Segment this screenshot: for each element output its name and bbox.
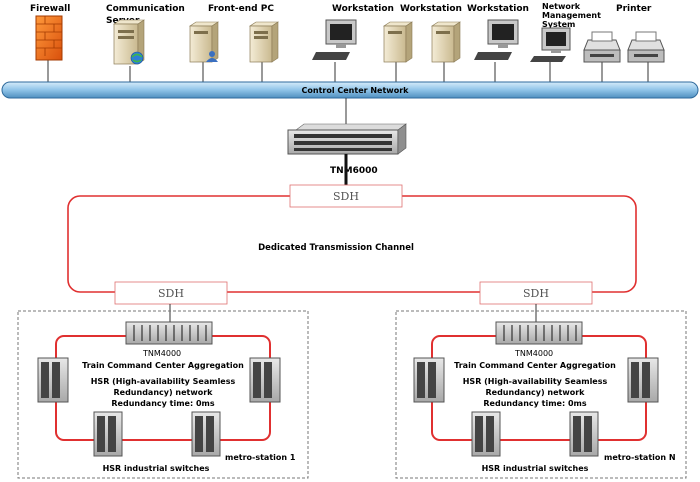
station-n-hsr-switch-icon-right bbox=[627, 357, 659, 403]
station-n-box bbox=[395, 310, 687, 479]
station-1-hsr-line2: Redundancy) network bbox=[113, 388, 213, 397]
station-n-hsr-line1: HSR (High-availability Seamless bbox=[463, 377, 608, 386]
station-1-name: metro-station 1 bbox=[225, 453, 296, 462]
station-n-switches-label: HSR industrial switches bbox=[482, 464, 589, 473]
station-1-hsr-switch-icon-right bbox=[249, 357, 281, 403]
station-1-group: TNM4000 Train Command Center Aggregation… bbox=[17, 310, 309, 479]
station-n-hsr-switch-icon-bottom-right bbox=[569, 411, 599, 457]
station-1-hsr-switch-icon-bottom-right bbox=[191, 411, 221, 457]
sdh-right-label: SDH bbox=[523, 287, 549, 300]
core-switch-icon bbox=[287, 123, 407, 155]
station-1-redundancy: Redundancy time: 0ms bbox=[111, 399, 214, 408]
station-n-hsr-line2: Redundancy) network bbox=[485, 388, 585, 397]
sdh-node-left bbox=[114, 281, 228, 305]
station-n-redundancy: Redundancy time: 0ms bbox=[483, 399, 586, 408]
workstation-label-2: Workstation bbox=[400, 4, 462, 14]
station-1-aggregation-switch-icon bbox=[125, 321, 213, 345]
bus-label: Control Center Network bbox=[302, 86, 410, 95]
device-drop-lines bbox=[47, 60, 649, 82]
station-n-switch-model: TNM4000 bbox=[514, 349, 553, 358]
sdh-top-label: SDH bbox=[333, 190, 359, 203]
station-n-aggregation-switch-icon bbox=[495, 321, 583, 345]
station-1-hsr-switch-icon-left bbox=[37, 357, 69, 403]
station-1-box bbox=[17, 310, 309, 479]
firewall-icon bbox=[35, 15, 63, 61]
frontend-pc-icon-2 bbox=[249, 21, 279, 63]
sdh-left-label: SDH bbox=[158, 287, 184, 300]
station-n-group: TNM4000 Train Command Center Aggregation… bbox=[395, 310, 687, 479]
nms-monitor-icon bbox=[530, 27, 571, 62]
frontend-pc-icon-1 bbox=[189, 21, 219, 63]
workstation-tower-icon-2 bbox=[431, 21, 461, 63]
channel-label: Dedicated Transmission Channel bbox=[258, 243, 414, 253]
station-n-name: metro-station N bbox=[604, 453, 676, 462]
server-icon bbox=[113, 19, 145, 65]
station-1-hsr-switch-icon-bottom-left bbox=[93, 411, 123, 457]
printer-icon-2 bbox=[627, 31, 665, 63]
station-1-hsr-line1: HSR (High-availability Seamless bbox=[91, 377, 236, 386]
core-switch-label: TNM6000 bbox=[330, 166, 378, 176]
station-n-hsr-switch-icon-left bbox=[413, 357, 445, 403]
station-n-hsr-switch-icon-bottom-left bbox=[471, 411, 501, 457]
sdh-node-top bbox=[289, 184, 403, 208]
workstation-label-3: Workstation bbox=[467, 4, 529, 14]
workstation-monitor-icon-2 bbox=[474, 19, 519, 60]
workstation-tower-icon-1 bbox=[383, 21, 413, 63]
printer-icon-1 bbox=[583, 31, 621, 63]
printer-label: Printer bbox=[616, 4, 652, 14]
station-1-switch-model: TNM4000 bbox=[142, 349, 181, 358]
workstation-label-1: Workstation bbox=[332, 4, 394, 14]
station-n-aggregation-label: Train Command Center Aggregation bbox=[454, 361, 616, 370]
station-1-switches-label: HSR industrial switches bbox=[103, 464, 210, 473]
frontend-pc-label: Front-end PC bbox=[208, 4, 274, 14]
station-1-aggregation-label: Train Command Center Aggregation bbox=[82, 361, 244, 370]
workstation-monitor-icon-1 bbox=[312, 19, 357, 60]
control-center-bus bbox=[1, 81, 699, 99]
firewall-label: Firewall bbox=[30, 4, 70, 14]
